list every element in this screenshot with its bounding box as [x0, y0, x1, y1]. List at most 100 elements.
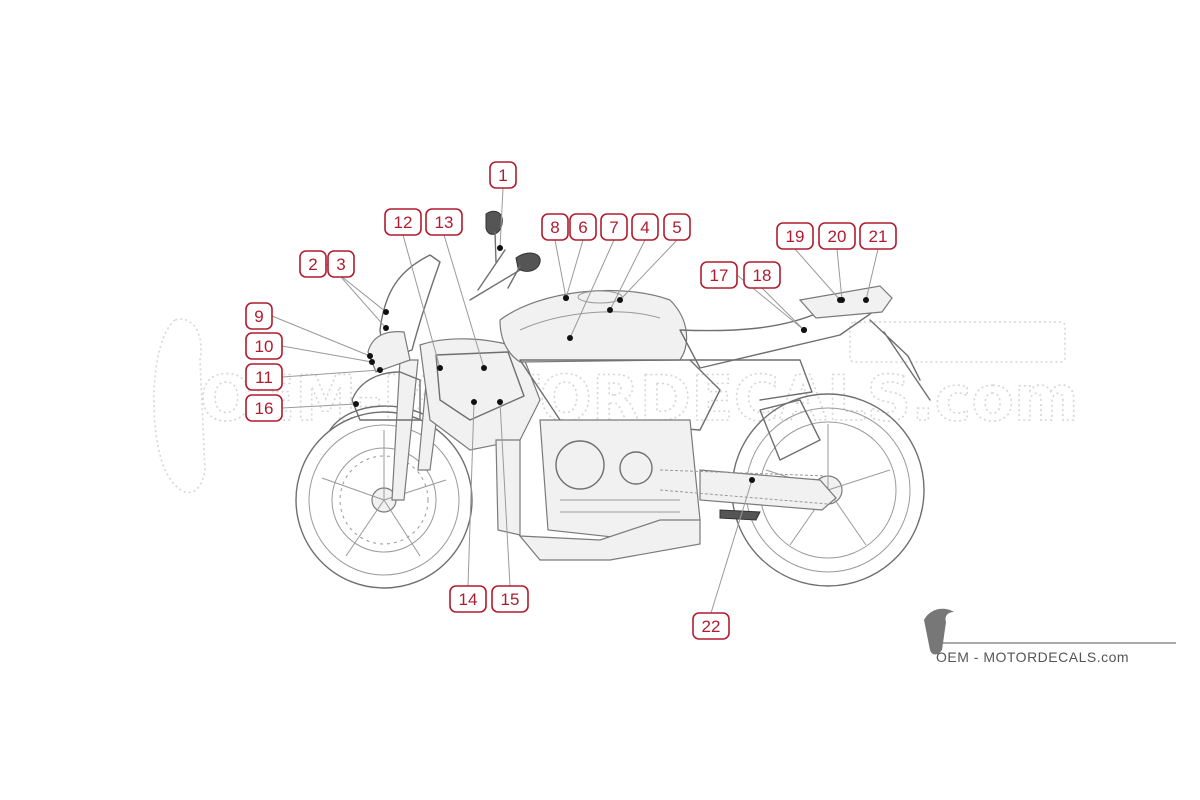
callout-14[interactable]: 14 — [449, 585, 487, 613]
callout-15[interactable]: 15 — [491, 585, 529, 613]
decal-point-21 — [863, 297, 869, 303]
callout-9[interactable]: 9 — [245, 302, 273, 330]
decal-point-16 — [353, 401, 359, 407]
callout-6[interactable]: 6 — [569, 213, 597, 241]
callout-2[interactable]: 2 — [299, 250, 327, 278]
callout-number: 5 — [672, 218, 681, 237]
leader-line-8 — [554, 239, 567, 299]
callout-4[interactable]: 4 — [631, 213, 659, 241]
callout-box — [631, 213, 659, 241]
brand-logo: OEM - MOTORDECALS.com — [924, 608, 1176, 665]
right-mirror — [515, 252, 541, 272]
decal-point-1 — [497, 245, 503, 251]
exhaust-header — [518, 519, 701, 561]
decal-point-22 — [749, 477, 755, 483]
engine-cover — [555, 440, 605, 490]
callout-number: 9 — [254, 307, 263, 326]
decal-point-12 — [437, 365, 443, 371]
callout-box — [692, 612, 730, 640]
leader-line-11 — [281, 369, 381, 378]
callout-1[interactable]: 1 — [489, 161, 517, 189]
callout-13[interactable]: 13 — [425, 208, 463, 236]
callout-box — [600, 213, 628, 241]
leader-lines — [271, 187, 879, 614]
callout-number: 3 — [336, 255, 345, 274]
leader-line-13 — [443, 234, 485, 369]
watermark-logo-icon — [153, 318, 206, 494]
callout-12[interactable]: 12 — [384, 208, 422, 236]
decal-point-20 — [839, 297, 845, 303]
callout-17[interactable]: 17 — [700, 261, 738, 289]
leader-line-12 — [402, 234, 441, 369]
callout-22[interactable]: 22 — [692, 612, 730, 640]
leader-line-4 — [609, 239, 646, 311]
leader-line-22 — [710, 479, 753, 614]
footpeg — [719, 509, 761, 521]
callout-number: 2 — [308, 255, 317, 274]
decal-point-5 — [617, 297, 623, 303]
motorcycle-drawing — [295, 210, 931, 589]
callout-box — [663, 213, 691, 241]
decal-point-11 — [377, 367, 383, 373]
callout-box — [700, 261, 738, 289]
leader-line-3 — [340, 276, 387, 329]
callout-7[interactable]: 7 — [600, 213, 628, 241]
callout-19[interactable]: 19 — [776, 222, 814, 250]
leader-line-16 — [281, 403, 357, 409]
callout-box — [245, 363, 283, 391]
leader-line-21 — [865, 248, 879, 301]
license-plate-holder — [869, 319, 931, 401]
leader-line-6 — [565, 239, 584, 299]
handlebar — [469, 249, 521, 301]
callout-5[interactable]: 5 — [663, 213, 691, 241]
callout-20[interactable]: 20 — [818, 222, 856, 250]
decal-point-7 — [567, 335, 573, 341]
callout-11[interactable]: 11 — [245, 363, 283, 391]
leader-line-14 — [467, 401, 475, 587]
watermark-badge — [849, 321, 1066, 363]
callout-box — [541, 213, 569, 241]
callout-number: 10 — [255, 337, 274, 356]
callout-number: 8 — [550, 218, 559, 237]
fuel-tank — [499, 289, 688, 363]
callout-number: 11 — [255, 368, 273, 387]
decal-point-4 — [607, 307, 613, 313]
swingarm — [699, 469, 837, 511]
decal-point-9 — [367, 353, 373, 359]
leader-line-7 — [569, 239, 615, 339]
leader-line-5 — [619, 239, 678, 301]
leader-line-1 — [499, 187, 504, 249]
callout-box — [818, 222, 856, 250]
callout-box — [245, 332, 283, 360]
headlight — [367, 331, 411, 373]
decal-point-8 — [563, 295, 569, 301]
callout-box — [489, 161, 517, 189]
leader-line-10 — [281, 345, 373, 363]
callout-number: 13 — [435, 213, 454, 232]
decal-point-3 — [383, 325, 389, 331]
callout-number: 14 — [459, 590, 478, 609]
callout-box — [327, 250, 355, 278]
callout-box — [299, 250, 327, 278]
callout-21[interactable]: 21 — [859, 222, 897, 250]
callout-10[interactable]: 10 — [245, 332, 283, 360]
callout-number: 16 — [255, 399, 274, 418]
callout-3[interactable]: 3 — [327, 250, 355, 278]
front-tire — [295, 411, 473, 589]
callout-8[interactable]: 8 — [541, 213, 569, 241]
decal-point-14 — [471, 399, 477, 405]
callout-16[interactable]: 16 — [245, 394, 283, 422]
leader-line-9 — [271, 315, 371, 357]
fuel-cap — [577, 290, 623, 304]
callout-number: 7 — [609, 218, 618, 237]
callout-18[interactable]: 18 — [743, 261, 781, 289]
callout-box — [425, 208, 463, 236]
brand-text: OEM - MOTORDECALS.com — [936, 649, 1129, 665]
callout-box — [491, 585, 529, 613]
leader-line-18 — [761, 287, 805, 331]
decal-point-13 — [481, 365, 487, 371]
leader-line-19 — [794, 248, 841, 301]
callout-box — [245, 302, 273, 330]
callout-number: 19 — [786, 227, 805, 246]
